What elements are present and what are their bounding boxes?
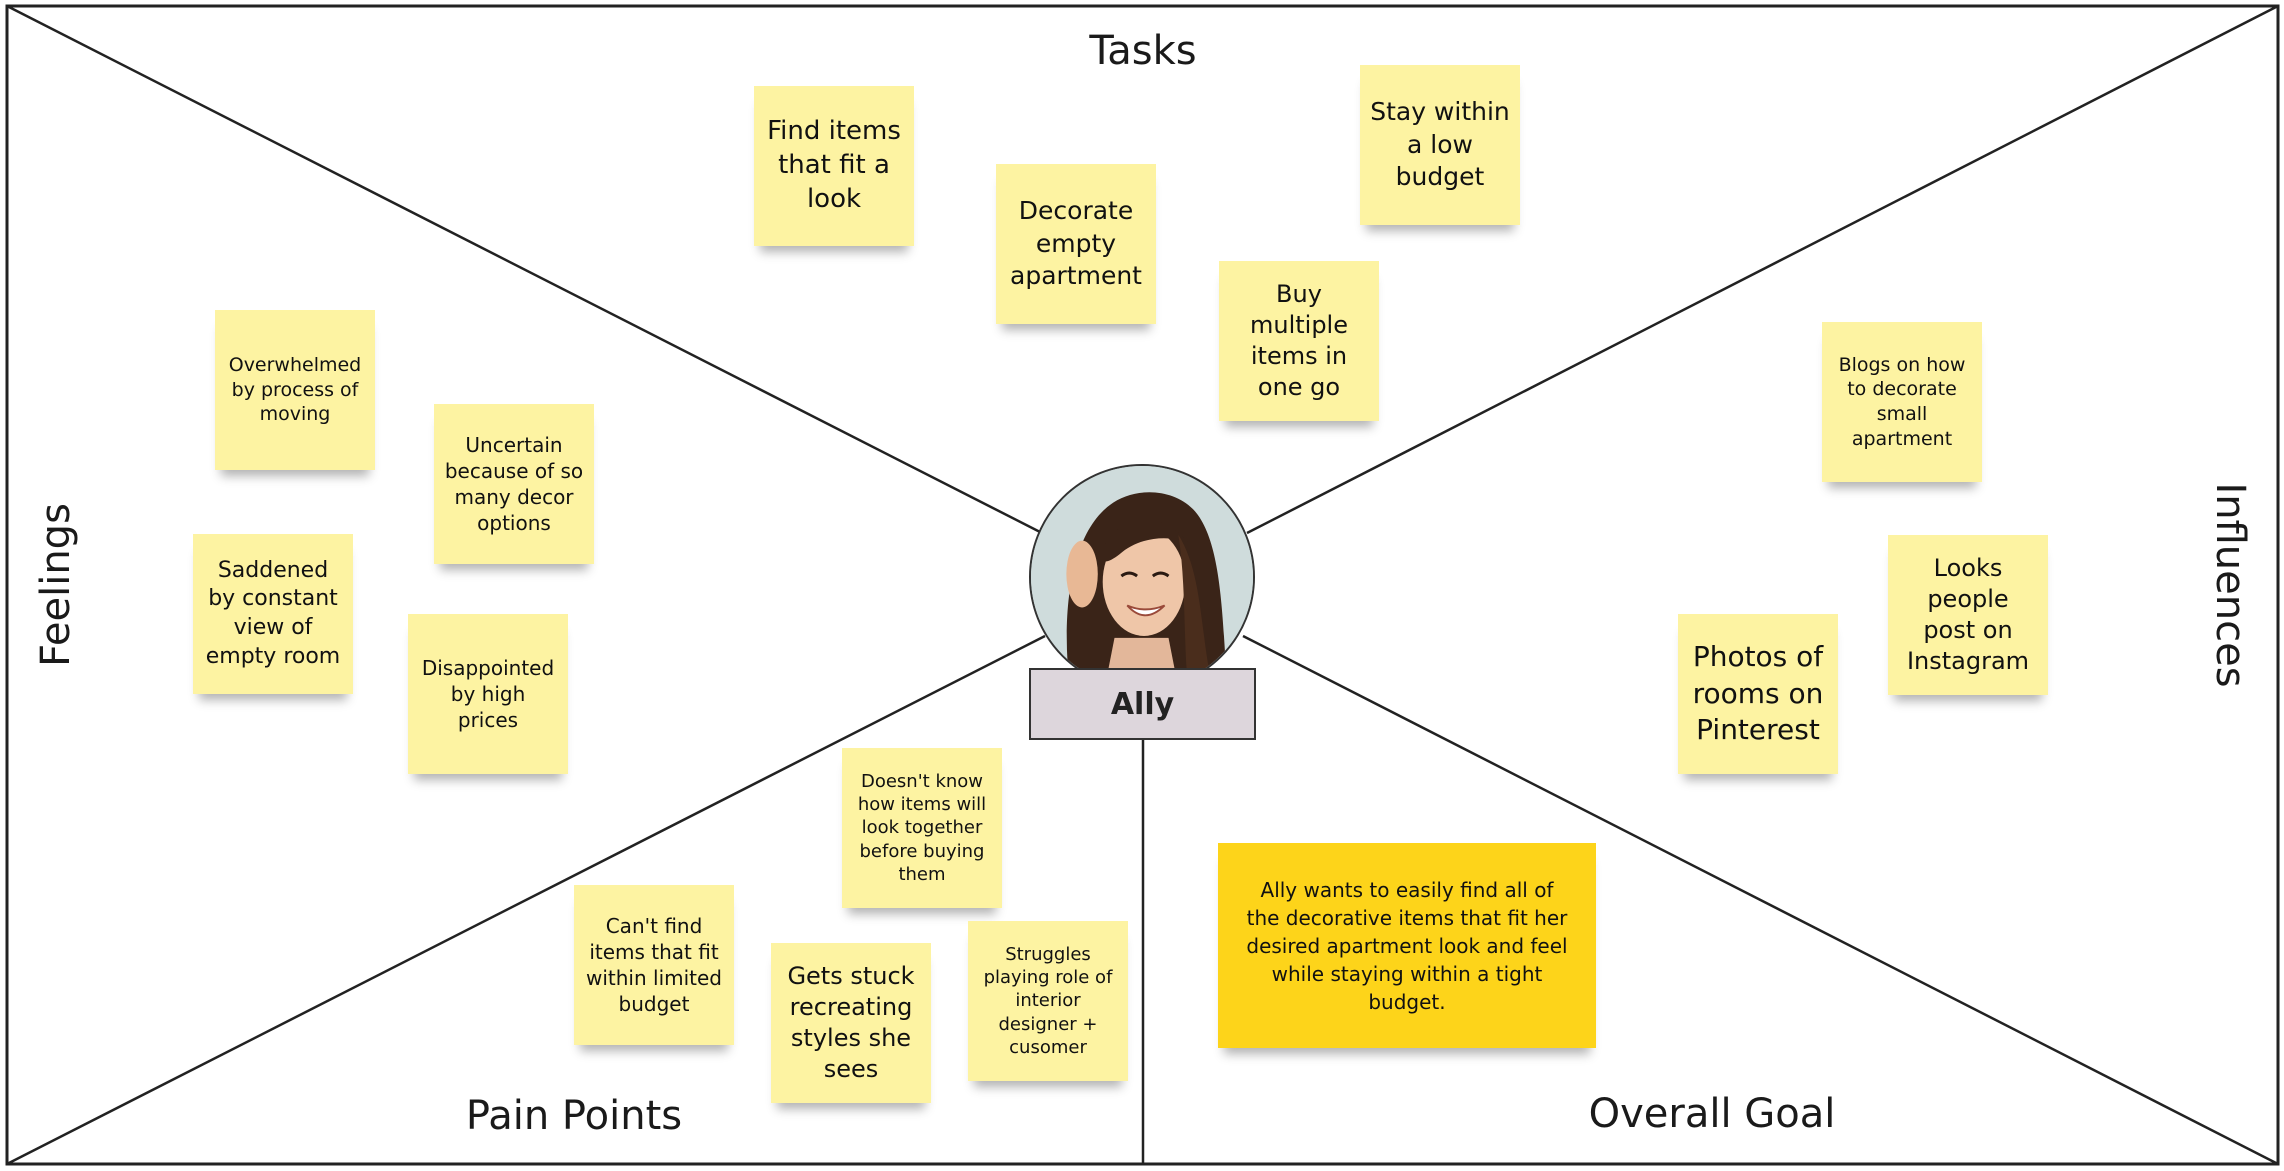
sticky-note[interactable]: Can't find items that fit within limited… xyxy=(574,885,734,1045)
section-title-tasks: Tasks xyxy=(1089,28,1197,74)
persona-name: Ally xyxy=(1029,668,1256,740)
sticky-note[interactable]: Struggles playing role of interior desig… xyxy=(968,921,1128,1081)
divider-top-right xyxy=(1246,4,2279,535)
section-title-pain-points: Pain Points xyxy=(465,1093,683,1139)
sticky-note[interactable]: Saddened by constant view of empty room xyxy=(193,534,353,694)
sticky-note[interactable]: Photos of rooms on Pinterest xyxy=(1678,614,1838,774)
divider-top-left xyxy=(6,4,1043,535)
sticky-note[interactable]: Overwhelmed by process of moving xyxy=(215,310,375,470)
section-title-feelings: Feelings xyxy=(33,503,79,667)
persona-photo xyxy=(1031,466,1253,688)
divider-bottom-right xyxy=(1242,634,2279,1166)
overall-goal-note[interactable]: Ally wants to easily find all of the dec… xyxy=(1218,843,1596,1048)
sticky-note[interactable]: Doesn't know how items will look togethe… xyxy=(842,748,1002,908)
sticky-note[interactable]: Uncertain because of so many decor optio… xyxy=(434,404,594,564)
sticky-note[interactable]: Decorate empty apartment xyxy=(996,164,1156,324)
section-title-influences: Influences xyxy=(2207,482,2253,688)
avatar xyxy=(1029,464,1255,690)
sticky-note[interactable]: Buy multiple items in one go xyxy=(1219,261,1379,421)
sticky-note[interactable]: Blogs on how to decorate small apartment xyxy=(1822,322,1982,482)
divider-bottom-left xyxy=(6,634,1046,1166)
sticky-note[interactable]: Disappointed by high prices xyxy=(408,614,568,774)
section-title-overall-goal: Overall Goal xyxy=(1588,1091,1836,1137)
sticky-note[interactable]: Stay within a low budget xyxy=(1360,65,1520,225)
sticky-note[interactable]: Looks people post on Instagram xyxy=(1888,535,2048,695)
sticky-note[interactable]: Find items that fit a look xyxy=(754,86,914,246)
sticky-note[interactable]: Gets stuck recreating styles she sees xyxy=(771,943,931,1103)
